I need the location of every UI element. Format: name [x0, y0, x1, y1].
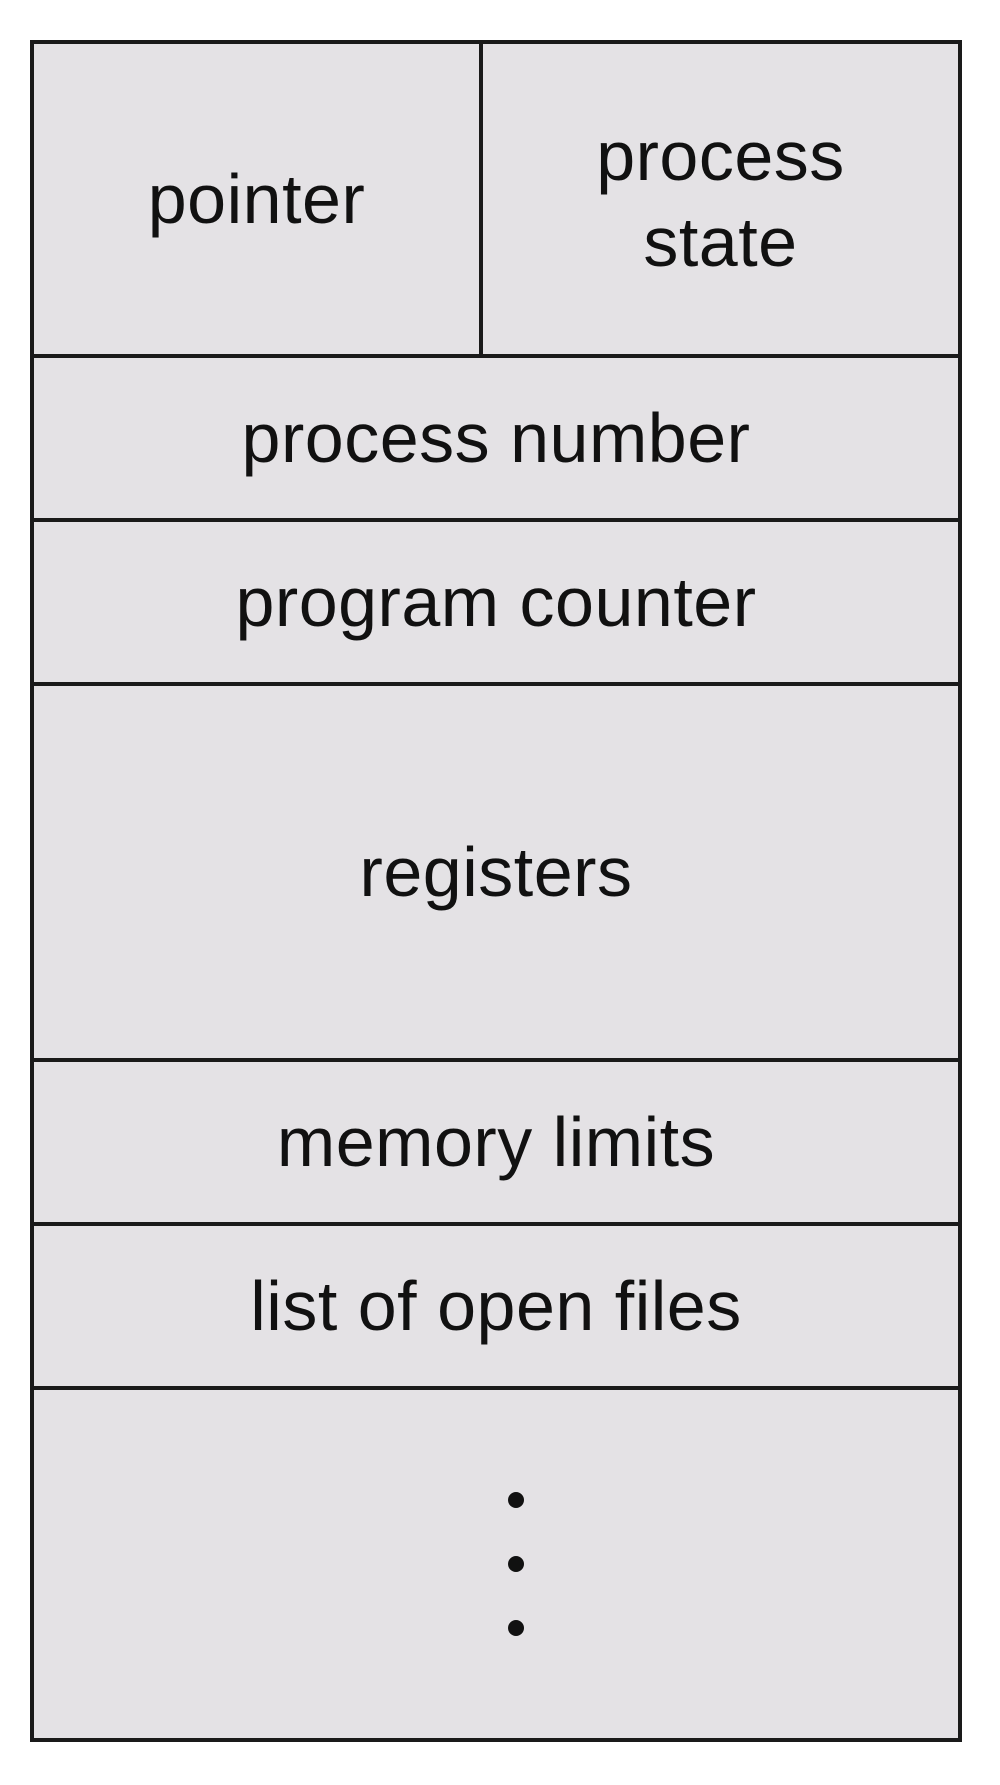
process-control-block: pointer process state process number pro… [30, 40, 962, 1742]
pointer-label: pointer [147, 160, 366, 238]
ellipsis-dot [508, 1492, 524, 1508]
pcb-row-header: pointer process state [34, 44, 958, 358]
continuation-row [34, 1390, 958, 1738]
open-files-row: list of open files [34, 1226, 958, 1390]
registers-row: registers [34, 686, 958, 1062]
registers-label: registers [359, 833, 633, 911]
open-files-label: list of open files [250, 1267, 742, 1345]
ellipsis-dot [508, 1556, 524, 1572]
program-counter-label: program counter [235, 563, 757, 641]
process-state-cell: process state [483, 44, 958, 354]
ellipsis-dot [508, 1620, 524, 1636]
vertical-ellipsis-icon [508, 1492, 524, 1636]
process-state-label: process state [596, 117, 845, 281]
process-number-row: process number [34, 358, 958, 522]
memory-limits-row: memory limits [34, 1062, 958, 1226]
memory-limits-label: memory limits [276, 1103, 716, 1181]
process-number-label: process number [241, 399, 751, 477]
pointer-cell: pointer [34, 44, 483, 354]
program-counter-row: program counter [34, 522, 958, 686]
